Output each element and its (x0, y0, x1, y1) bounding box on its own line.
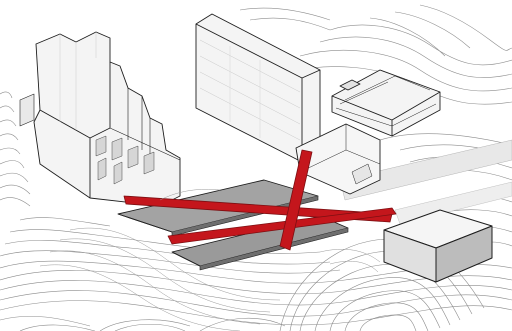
left-building (20, 32, 180, 206)
